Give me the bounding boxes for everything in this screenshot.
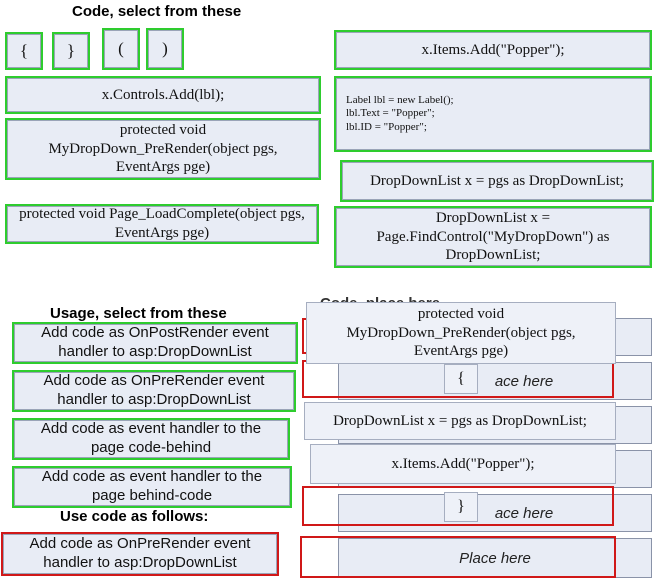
usage-option-onpostrender[interactable]: Add code as OnPostRender event handler t… bbox=[12, 322, 298, 364]
code-page-loadcomplete[interactable]: protected void Page_LoadComplete(object … bbox=[5, 204, 319, 244]
placed-dropdown-cast[interactable]: DropDownList x = pgs as DropDownList; bbox=[304, 402, 616, 440]
place-slot-2[interactable]: ace here bbox=[338, 362, 652, 400]
token-close-paren[interactable]: ) bbox=[146, 28, 184, 70]
use-code-heading: Use code as follows: bbox=[60, 508, 209, 525]
usage-option-page-behind-code[interactable]: Add code as event handler to the page be… bbox=[12, 466, 292, 508]
code-label-block[interactable]: Label lbl = new Label(); lbl.Text = "Pop… bbox=[334, 76, 652, 152]
code-controls-add[interactable]: x.Controls.Add(lbl); bbox=[5, 76, 321, 114]
code-dropdown-findcontrol[interactable]: DropDownList x = Page.FindControl("MyDro… bbox=[334, 206, 652, 268]
code-items-add[interactable]: x.Items.Add("Popper"); bbox=[334, 30, 652, 70]
slot-6-placeholder: Place here bbox=[459, 549, 531, 567]
token-close-brace[interactable]: } bbox=[52, 32, 90, 70]
code-select-heading: Code, select from these bbox=[72, 3, 242, 20]
placed-frame-6 bbox=[300, 536, 616, 578]
placed-close-brace[interactable]: } bbox=[444, 492, 478, 522]
placed-frame-5 bbox=[302, 486, 614, 526]
usage-option-onprerender[interactable]: Add code as OnPreRender event handler to… bbox=[12, 370, 296, 412]
token-open-paren[interactable]: ( bbox=[102, 28, 140, 70]
placed-open-brace[interactable]: { bbox=[444, 364, 478, 394]
token-open-brace[interactable]: { bbox=[5, 32, 43, 70]
usage-select-heading: Usage, select from these bbox=[50, 305, 227, 322]
code-prerender-handler[interactable]: protected void MyDropDown_PreRender(obje… bbox=[5, 118, 321, 180]
slot-5-placeholder: ace here bbox=[494, 504, 554, 522]
placed-items-add[interactable]: x.Items.Add("Popper"); bbox=[310, 444, 616, 484]
slot-2-placeholder: ace here bbox=[494, 372, 554, 390]
usage-option-page-code-behind[interactable]: Add code as event handler to the page co… bbox=[12, 418, 290, 460]
placed-prerender-handler[interactable]: protected void MyDropDown_PreRender(obje… bbox=[306, 302, 616, 364]
code-dropdown-cast[interactable]: DropDownList x = pgs as DropDownList; bbox=[340, 160, 654, 202]
usage-drop-target[interactable]: Add code as OnPreRender event handler to… bbox=[1, 532, 279, 576]
